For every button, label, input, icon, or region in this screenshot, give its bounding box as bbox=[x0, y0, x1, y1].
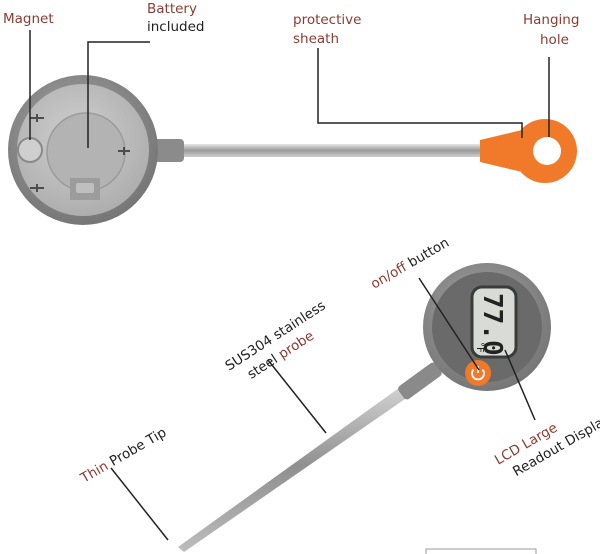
hanging-label-line1: Hanging bbox=[523, 12, 579, 28]
power-button[interactable] bbox=[465, 360, 491, 386]
magnet-label: Magnet bbox=[3, 11, 54, 27]
battery-cover bbox=[46, 112, 126, 200]
lcd-reading: 77.0 bbox=[477, 293, 507, 356]
back-view-thermometer bbox=[8, 75, 577, 225]
steel-probe bbox=[178, 380, 418, 552]
orange-sheath bbox=[480, 119, 577, 183]
lcd-label: LCD Large Readout Display bbox=[492, 411, 600, 480]
hanging-label-line2: hole bbox=[540, 32, 569, 48]
onoff-label-rest: button bbox=[402, 235, 452, 273]
front-view-thermometer: 77.0 °F bbox=[178, 263, 551, 552]
leader-lines-top bbox=[29, 30, 550, 148]
leader-lines-bottom bbox=[110, 277, 536, 541]
probe-tip-label: Thin Probe Tip bbox=[77, 425, 169, 487]
probe-neck bbox=[398, 362, 442, 400]
lcd-unit: °F bbox=[474, 342, 485, 353]
bottom-frame-edge bbox=[425, 548, 537, 554]
battery-label-line1: Battery bbox=[147, 1, 197, 17]
onoff-label: on/off button bbox=[368, 235, 452, 293]
hanging-hole bbox=[533, 137, 561, 165]
screw-icon bbox=[30, 114, 130, 192]
sheath-label-line1: protective bbox=[293, 12, 361, 28]
lcd-display: 77.0 °F bbox=[470, 285, 518, 359]
magnet-disc bbox=[17, 137, 43, 163]
sheath-label-line2: sheath bbox=[293, 31, 339, 47]
probe-rod-top bbox=[150, 144, 490, 157]
battery-label-line2: included bbox=[147, 19, 204, 35]
probe-tip-rest: Probe Tip bbox=[103, 425, 169, 472]
